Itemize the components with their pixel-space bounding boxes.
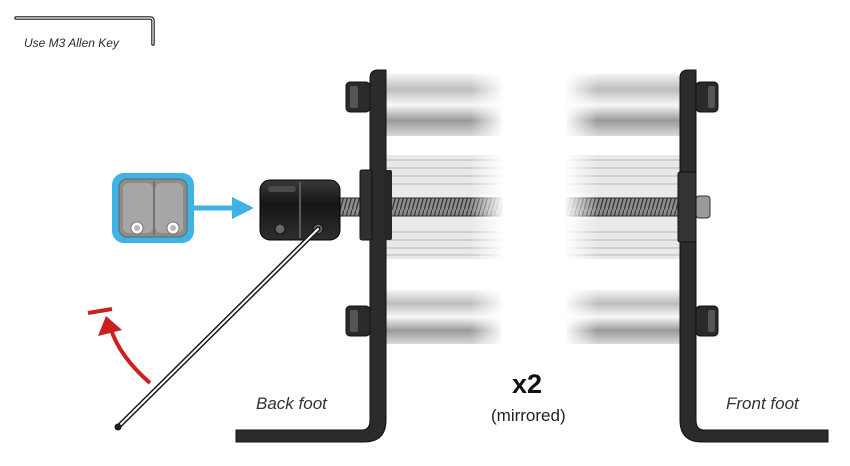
lower-tube: [372, 286, 688, 348]
collar-detail-callout: [112, 173, 194, 243]
allen-key-icon: [14, 16, 155, 46]
tool-label: Use M3 Allen Key: [24, 36, 119, 50]
back-foot-label: Back foot: [256, 394, 327, 413]
front-foot-label: Front foot: [726, 394, 799, 413]
upper-tube: [372, 70, 688, 140]
allen-key-tool: [114, 226, 321, 431]
quantity-label: x2: [512, 369, 543, 399]
rotation-arrow: [87, 307, 152, 385]
quantity-note: (mirrored): [491, 406, 566, 425]
back-foot-plate: [235, 69, 392, 443]
bolt-front-lower: [695, 305, 719, 337]
bolt-front-upper: [695, 81, 719, 113]
callout-arrow: [194, 197, 254, 219]
bolt-back-upper: [345, 81, 371, 113]
front-foot-plate: [677, 69, 829, 443]
bolt-back-lower: [345, 305, 371, 337]
shaft-collar: [259, 179, 341, 241]
